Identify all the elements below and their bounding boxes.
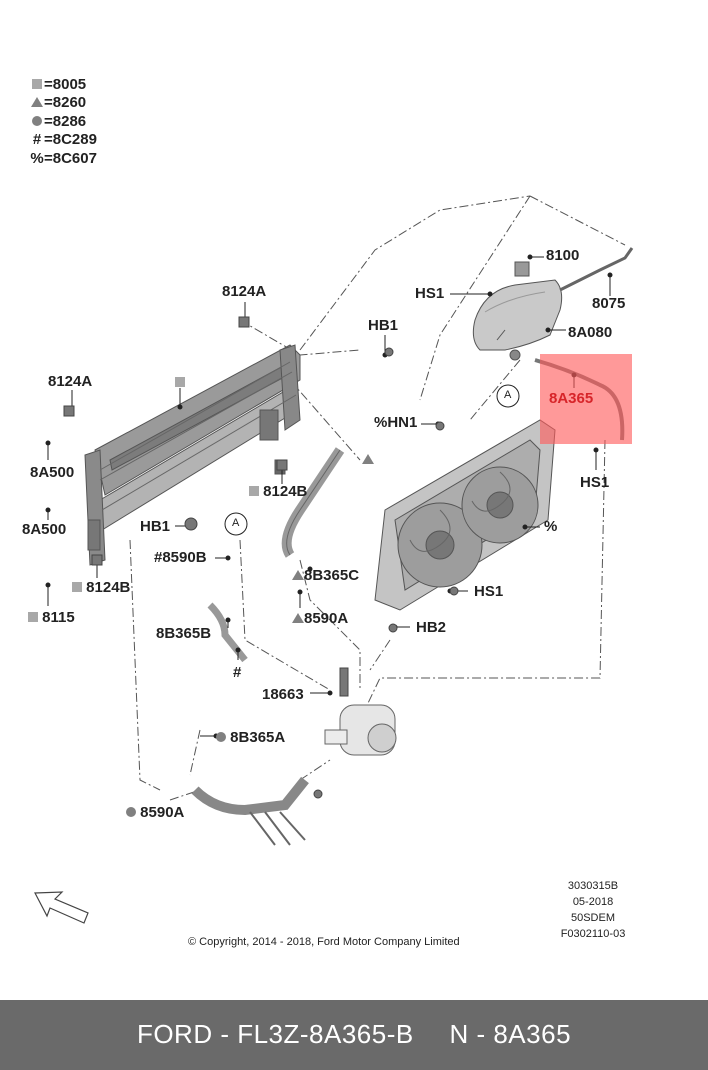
callout-8124b-low: 8124B — [72, 580, 130, 596]
callout-hs1-top: HS1 — [415, 285, 445, 302]
ref-line-3: 50SDEM — [570, 912, 616, 924]
callout-hash: # — [233, 664, 242, 681]
callout-hb2: HB2 — [416, 619, 447, 636]
callout-8590a-mid: 8590A — [292, 611, 348, 627]
callout-8b365c: 8B365C — [292, 568, 359, 584]
callout-8124a-left: 8124A — [48, 373, 93, 390]
callout-8590a-low: 8590A — [126, 805, 184, 821]
ref-line-2: 05-2018 — [572, 896, 614, 908]
lower-hose — [191, 776, 309, 816]
circle-a-label-2: A — [232, 517, 240, 529]
callout-8124b-mid: 8124B — [249, 484, 307, 500]
fan-shroud — [374, 419, 556, 611]
callout-hb1-top: HB1 — [368, 317, 399, 334]
callout-hs1-right: HS1 — [580, 474, 610, 491]
callout-8075: 8075 — [592, 295, 626, 312]
ref-line-4: F0302110-03 — [560, 928, 626, 940]
square-icon — [32, 79, 42, 89]
callout-18663: 18663 — [262, 686, 304, 703]
copyright-text: © Copyright, 2014 - 2018, Ford Motor Com… — [188, 936, 460, 948]
radiator — [84, 344, 301, 566]
callout-8a500-a: 8A500 — [30, 464, 75, 481]
bypass-hose — [207, 602, 248, 663]
degas-bottle — [472, 247, 634, 361]
circle-icon — [216, 732, 226, 742]
callout-8100: 8100 — [546, 247, 580, 264]
callout-8590b: #8590B — [154, 549, 207, 566]
triangle-icon — [292, 570, 304, 580]
upper-hose — [281, 447, 345, 558]
ref-line-1: 3030315B — [567, 880, 619, 892]
legend-8260: =8260 — [30, 95, 86, 111]
circle-icon — [32, 116, 42, 126]
callout-percent: % — [544, 518, 558, 535]
legend-8c289: #=8C289 — [32, 131, 97, 148]
highlight-label: 8A365 — [549, 390, 594, 407]
square-icon — [28, 612, 38, 622]
legend-8005: =8005 — [30, 77, 86, 93]
highlight-box — [540, 354, 632, 444]
callout-8a500-b: 8A500 — [22, 521, 67, 538]
reference-block: 3030315B 05-2018 50SDEM F0302110-03 — [556, 878, 630, 942]
callout-hb1-left: HB1 — [140, 518, 171, 535]
legend-8c607: %=8C607 — [30, 150, 97, 167]
callout-8a080: 8A080 — [568, 324, 613, 341]
direction-arrow — [34, 891, 89, 924]
triangle-icon — [292, 613, 304, 623]
footer-bar: FORD - FL3Z-8A365-B N - 8A365 — [0, 1000, 708, 1070]
legend-8286: =8286 — [30, 114, 86, 130]
thermostat-housing — [324, 704, 397, 756]
callout-8115: 8115 — [28, 610, 75, 626]
callout-8b365a: 8B365A — [216, 730, 285, 746]
footer-part-number: FORD - FL3Z-8A365-B — [136, 1019, 414, 1049]
callout-8124a-top: 8124A — [222, 283, 267, 300]
cooling-system-diagram — [34, 195, 634, 924]
circle-a-label-1: A — [504, 389, 512, 401]
callout-8b365b: 8B365B — [156, 625, 212, 642]
callout-8260-triangle — [362, 454, 374, 464]
triangle-icon — [31, 97, 43, 107]
footer-part-code: N - 8A365 — [449, 1019, 572, 1049]
callout-hs1-low: HS1 — [474, 583, 504, 600]
square-icon — [72, 582, 82, 592]
square-icon — [249, 486, 259, 496]
circle-icon — [126, 807, 136, 817]
footer-text: FORD - FL3Z-8A365-B N - 8A365 — [0, 1019, 708, 1050]
callout-8005-square — [175, 377, 185, 387]
callout-hn1: %HN1 — [374, 414, 418, 431]
